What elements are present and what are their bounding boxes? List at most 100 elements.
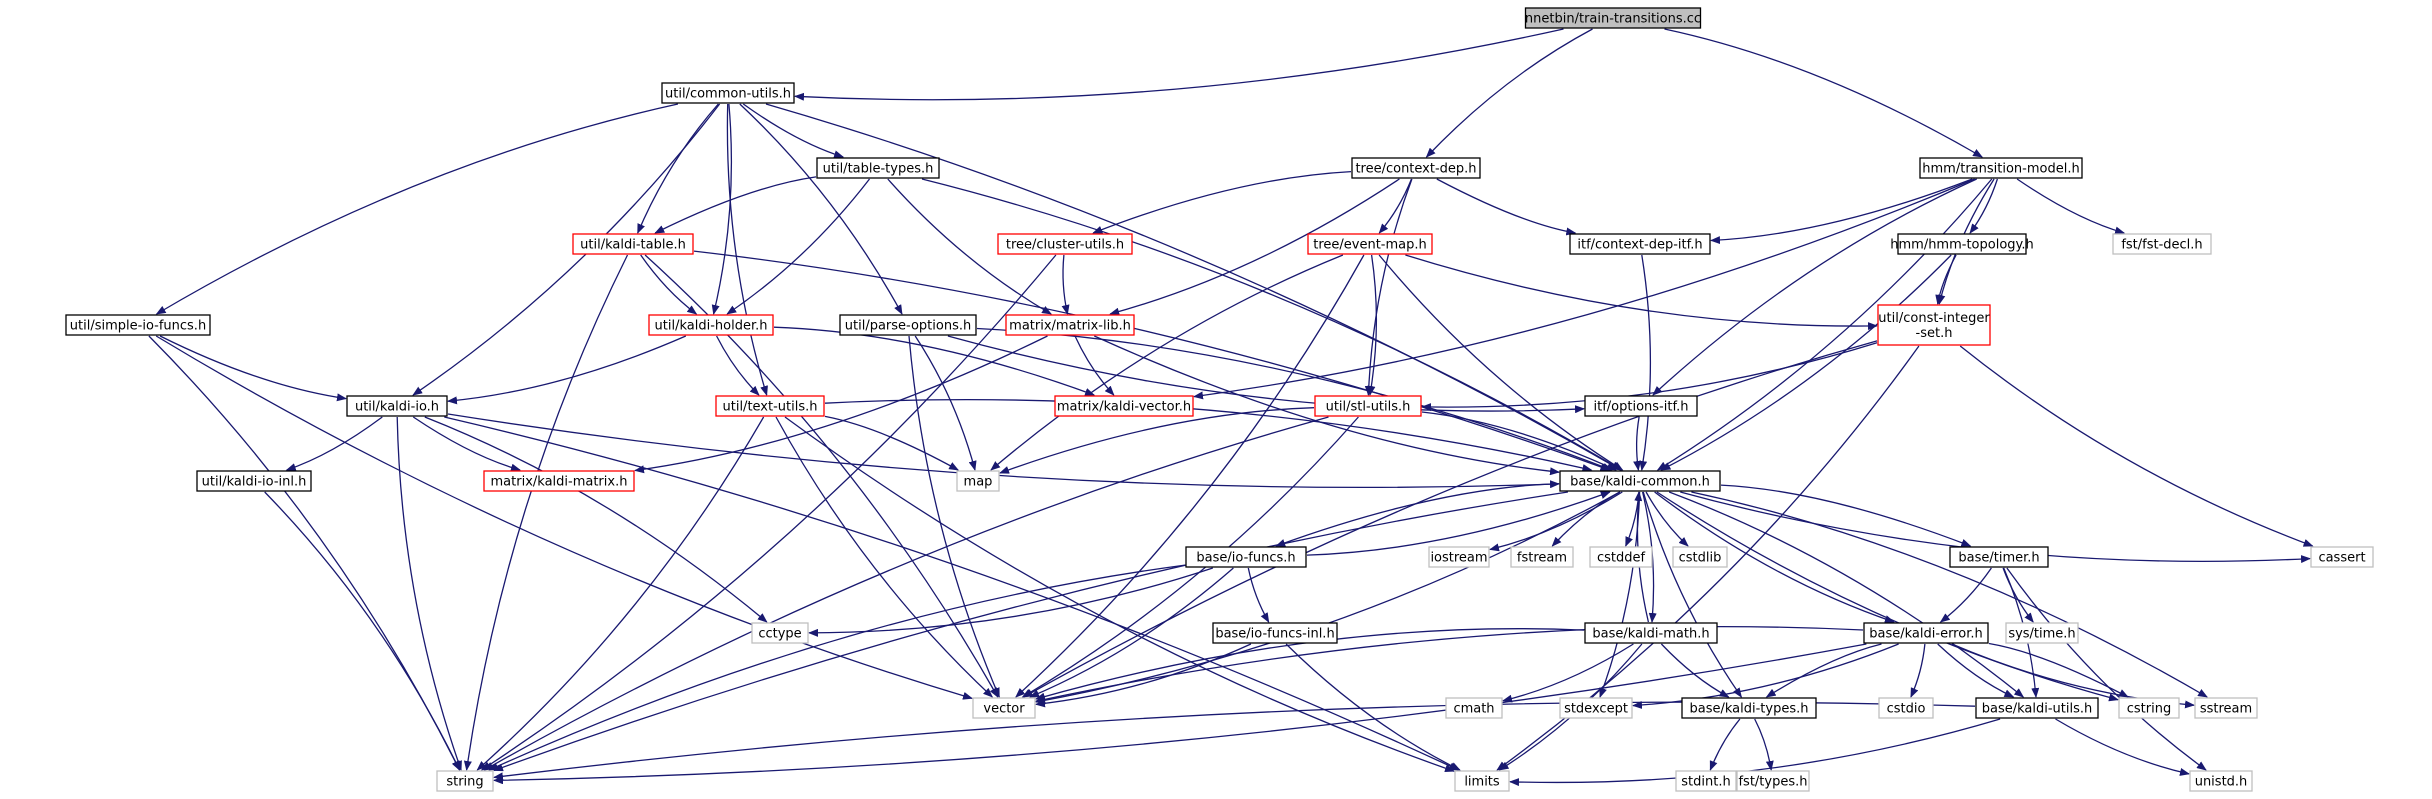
node-util-common-utils-h[interactable]: util/common-utils.h <box>661 82 795 104</box>
edge-n7-n24 <box>1378 254 1624 471</box>
node-label: util/kaldi-io-inl.h <box>202 475 307 490</box>
node-label: stdexcept <box>1564 702 1628 717</box>
node-box <box>2005 622 2079 644</box>
node-label: util/stl-utils.h <box>1326 400 1411 415</box>
edge-n3-n8 <box>1710 178 1973 245</box>
node-cctype: cctype <box>751 622 809 644</box>
node-label: hmm/transition-model.h <box>1922 162 2079 177</box>
edge-n9-n15 <box>1935 254 1957 305</box>
edge-n40-n47 <box>1709 718 1741 771</box>
node-label: util/parse-options.h <box>845 319 971 334</box>
node-box <box>661 82 795 104</box>
node-util-simple-io-funcs-h[interactable]: util/simple-io-funcs.h <box>65 314 211 336</box>
node-box <box>483 470 635 492</box>
edge-n0-n3 <box>1664 28 1983 158</box>
node-label: util/common-utils.h <box>665 87 791 102</box>
edge-layer <box>148 28 2314 787</box>
edge-n15-n19 <box>1421 342 1878 412</box>
node-nnetbin-train-transitions-cc[interactable]: nnetbin/train-transitions.cc <box>1524 7 1702 29</box>
edge-n14-n22 <box>634 335 1048 474</box>
node-label: cstdlib <box>1679 551 1722 566</box>
node-base-kaldi-error-h[interactable]: base/kaldi-error.h <box>1863 622 1989 644</box>
node-label: hmm/hmm-topology.h <box>1890 238 2034 253</box>
node-box <box>751 622 809 644</box>
node-fst-fst-decl-h: fst/fst-decl.h <box>2112 233 2212 255</box>
node-label: itf/context-dep-itf.h <box>1577 238 1702 253</box>
node-sstream: sstream <box>2194 697 2258 719</box>
edge-n8-n24 <box>1639 254 1652 471</box>
node-label: matrix/kaldi-matrix.h <box>491 475 628 490</box>
edge-n24-n44 <box>1691 491 2208 698</box>
edge-n3-n9 <box>1969 178 1999 234</box>
node-box <box>1681 697 1817 719</box>
node-box <box>1736 770 1810 792</box>
node-hmm-hmm-topology-h[interactable]: hmm/hmm-topology.h <box>1890 233 2034 255</box>
node-tree-context-dep-h[interactable]: tree/context-dep.h <box>1351 157 1481 179</box>
edge-n24-n30 <box>1720 484 1972 547</box>
edge-n35-n45 <box>493 643 1867 785</box>
node-tree-cluster-utils-h[interactable]: tree/cluster-utils.h <box>997 233 1133 255</box>
edge-n30-n35 <box>1939 567 1992 623</box>
edge-n2-n19 <box>1364 178 1413 396</box>
node-box <box>1589 546 1653 568</box>
edge-n7-n23 <box>990 254 1344 471</box>
node-matrix-kaldi-vector-h[interactable]: matrix/kaldi-vector.h <box>1054 395 1194 417</box>
node-base-kaldi-common-h[interactable]: base/kaldi-common.h <box>1559 470 1721 492</box>
node-label: tree/event-map.h <box>1313 238 1427 253</box>
edge-n12-n18 <box>773 326 1096 396</box>
node-box <box>715 395 825 417</box>
edge-n19-n45 <box>483 416 1329 771</box>
edge-n25-n24 <box>1306 491 1611 556</box>
node-util-stl-utils-h[interactable]: util/stl-utils.h <box>1314 395 1422 417</box>
edge-n7-n37 <box>1015 254 1365 698</box>
edge-n16-n21 <box>285 416 383 471</box>
node-base-kaldi-types-h[interactable]: base/kaldi-types.h <box>1681 697 1817 719</box>
edge-n13-n37 <box>908 335 1000 698</box>
edge-n12-n16 <box>447 335 687 405</box>
node-box <box>1054 395 1194 417</box>
node-hmm-transition-model-h[interactable]: hmm/transition-model.h <box>1919 157 2083 179</box>
edge-n1-n12 <box>711 103 733 315</box>
node-base-kaldi-utils-h[interactable]: base/kaldi-utils.h <box>1975 697 2099 719</box>
edge-n9-n24 <box>1660 254 1952 471</box>
node-label: base/io-funcs-inl.h <box>1215 627 1334 642</box>
node-base-io-funcs-inl-h[interactable]: base/io-funcs-inl.h <box>1212 622 1338 644</box>
node-base-io-funcs-h[interactable]: base/io-funcs.h <box>1185 546 1307 568</box>
node-tree-event-map-h[interactable]: tree/event-map.h <box>1307 233 1433 255</box>
node-util-kaldi-io-h[interactable]: util/kaldi-io.h <box>346 395 448 417</box>
node-label: sstream <box>2200 702 2252 717</box>
node-label: tree/context-dep.h <box>1355 162 1476 177</box>
node-label: util/kaldi-table.h <box>580 238 686 253</box>
node-box <box>1307 233 1433 255</box>
node-util-kaldi-io-inl-h[interactable]: util/kaldi-io-inl.h <box>196 470 312 492</box>
node-util-text-utils-h[interactable]: util/text-utils.h <box>715 395 825 417</box>
node-label: base/timer.h <box>1958 551 2039 566</box>
edge-n5-n24 <box>693 250 1611 471</box>
node-base-kaldi-math-h[interactable]: base/kaldi-math.h <box>1584 622 1718 644</box>
node-matrix-kaldi-matrix-h[interactable]: matrix/kaldi-matrix.h <box>483 470 635 492</box>
node-util-kaldi-holder-h[interactable]: util/kaldi-holder.h <box>648 314 774 336</box>
node-label: string <box>446 775 483 790</box>
node-box <box>2118 697 2180 719</box>
node-util-kaldi-table-h[interactable]: util/kaldi-table.h <box>572 233 694 255</box>
node-box <box>648 314 774 336</box>
node-box <box>65 314 211 336</box>
edge-n3-n18 <box>1193 178 1975 400</box>
edge-n25-n33 <box>1247 567 1270 623</box>
node-util-const-integer-set-h[interactable]: util/const-integer-set.h <box>1877 304 1991 346</box>
node-sys-time-h: sys/time.h <box>2005 622 2079 644</box>
node-cmath: cmath <box>1445 697 1503 719</box>
node-label: iostream <box>1430 551 1487 566</box>
node-cstdlib: cstdlib <box>1672 546 1728 568</box>
node-util-table-types-h[interactable]: util/table-types.h <box>816 157 940 179</box>
edge-n1-n11 <box>155 103 679 315</box>
edge-n24-n26 <box>1489 491 1623 552</box>
node-base-timer-h[interactable]: base/timer.h <box>1949 546 2049 568</box>
node-util-parse-options-h[interactable]: util/parse-options.h <box>839 314 977 336</box>
edge-n0-n2 <box>1425 28 1593 158</box>
node-itf-context-dep-itf-h[interactable]: itf/context-dep-itf.h <box>1569 233 1711 255</box>
node-matrix-matrix-lib-h[interactable]: matrix/matrix-lib.h <box>1005 314 1135 336</box>
edge-n25-n32 <box>808 567 1214 637</box>
node-itf-options-itf-h[interactable]: itf/options-itf.h <box>1584 395 1698 417</box>
edge-n4-n5 <box>654 176 817 234</box>
